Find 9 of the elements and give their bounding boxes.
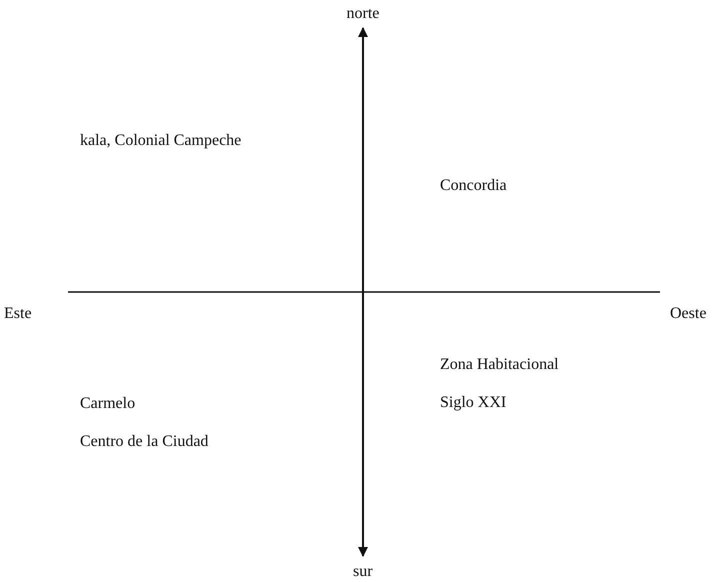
direction-label: Oeste [670, 304, 706, 324]
place-label: Zona Habitacional Siglo XXI [440, 355, 560, 413]
direction-label: Este [4, 304, 32, 324]
place-label: kala, Colonial Campeche [80, 131, 242, 151]
direction-label: sur [353, 562, 373, 582]
place-label: Centro de la Ciudad [80, 432, 208, 452]
place-label: Concordia [440, 176, 507, 196]
direction-label: norte [346, 4, 380, 24]
place-label: Carmelo [80, 394, 136, 414]
